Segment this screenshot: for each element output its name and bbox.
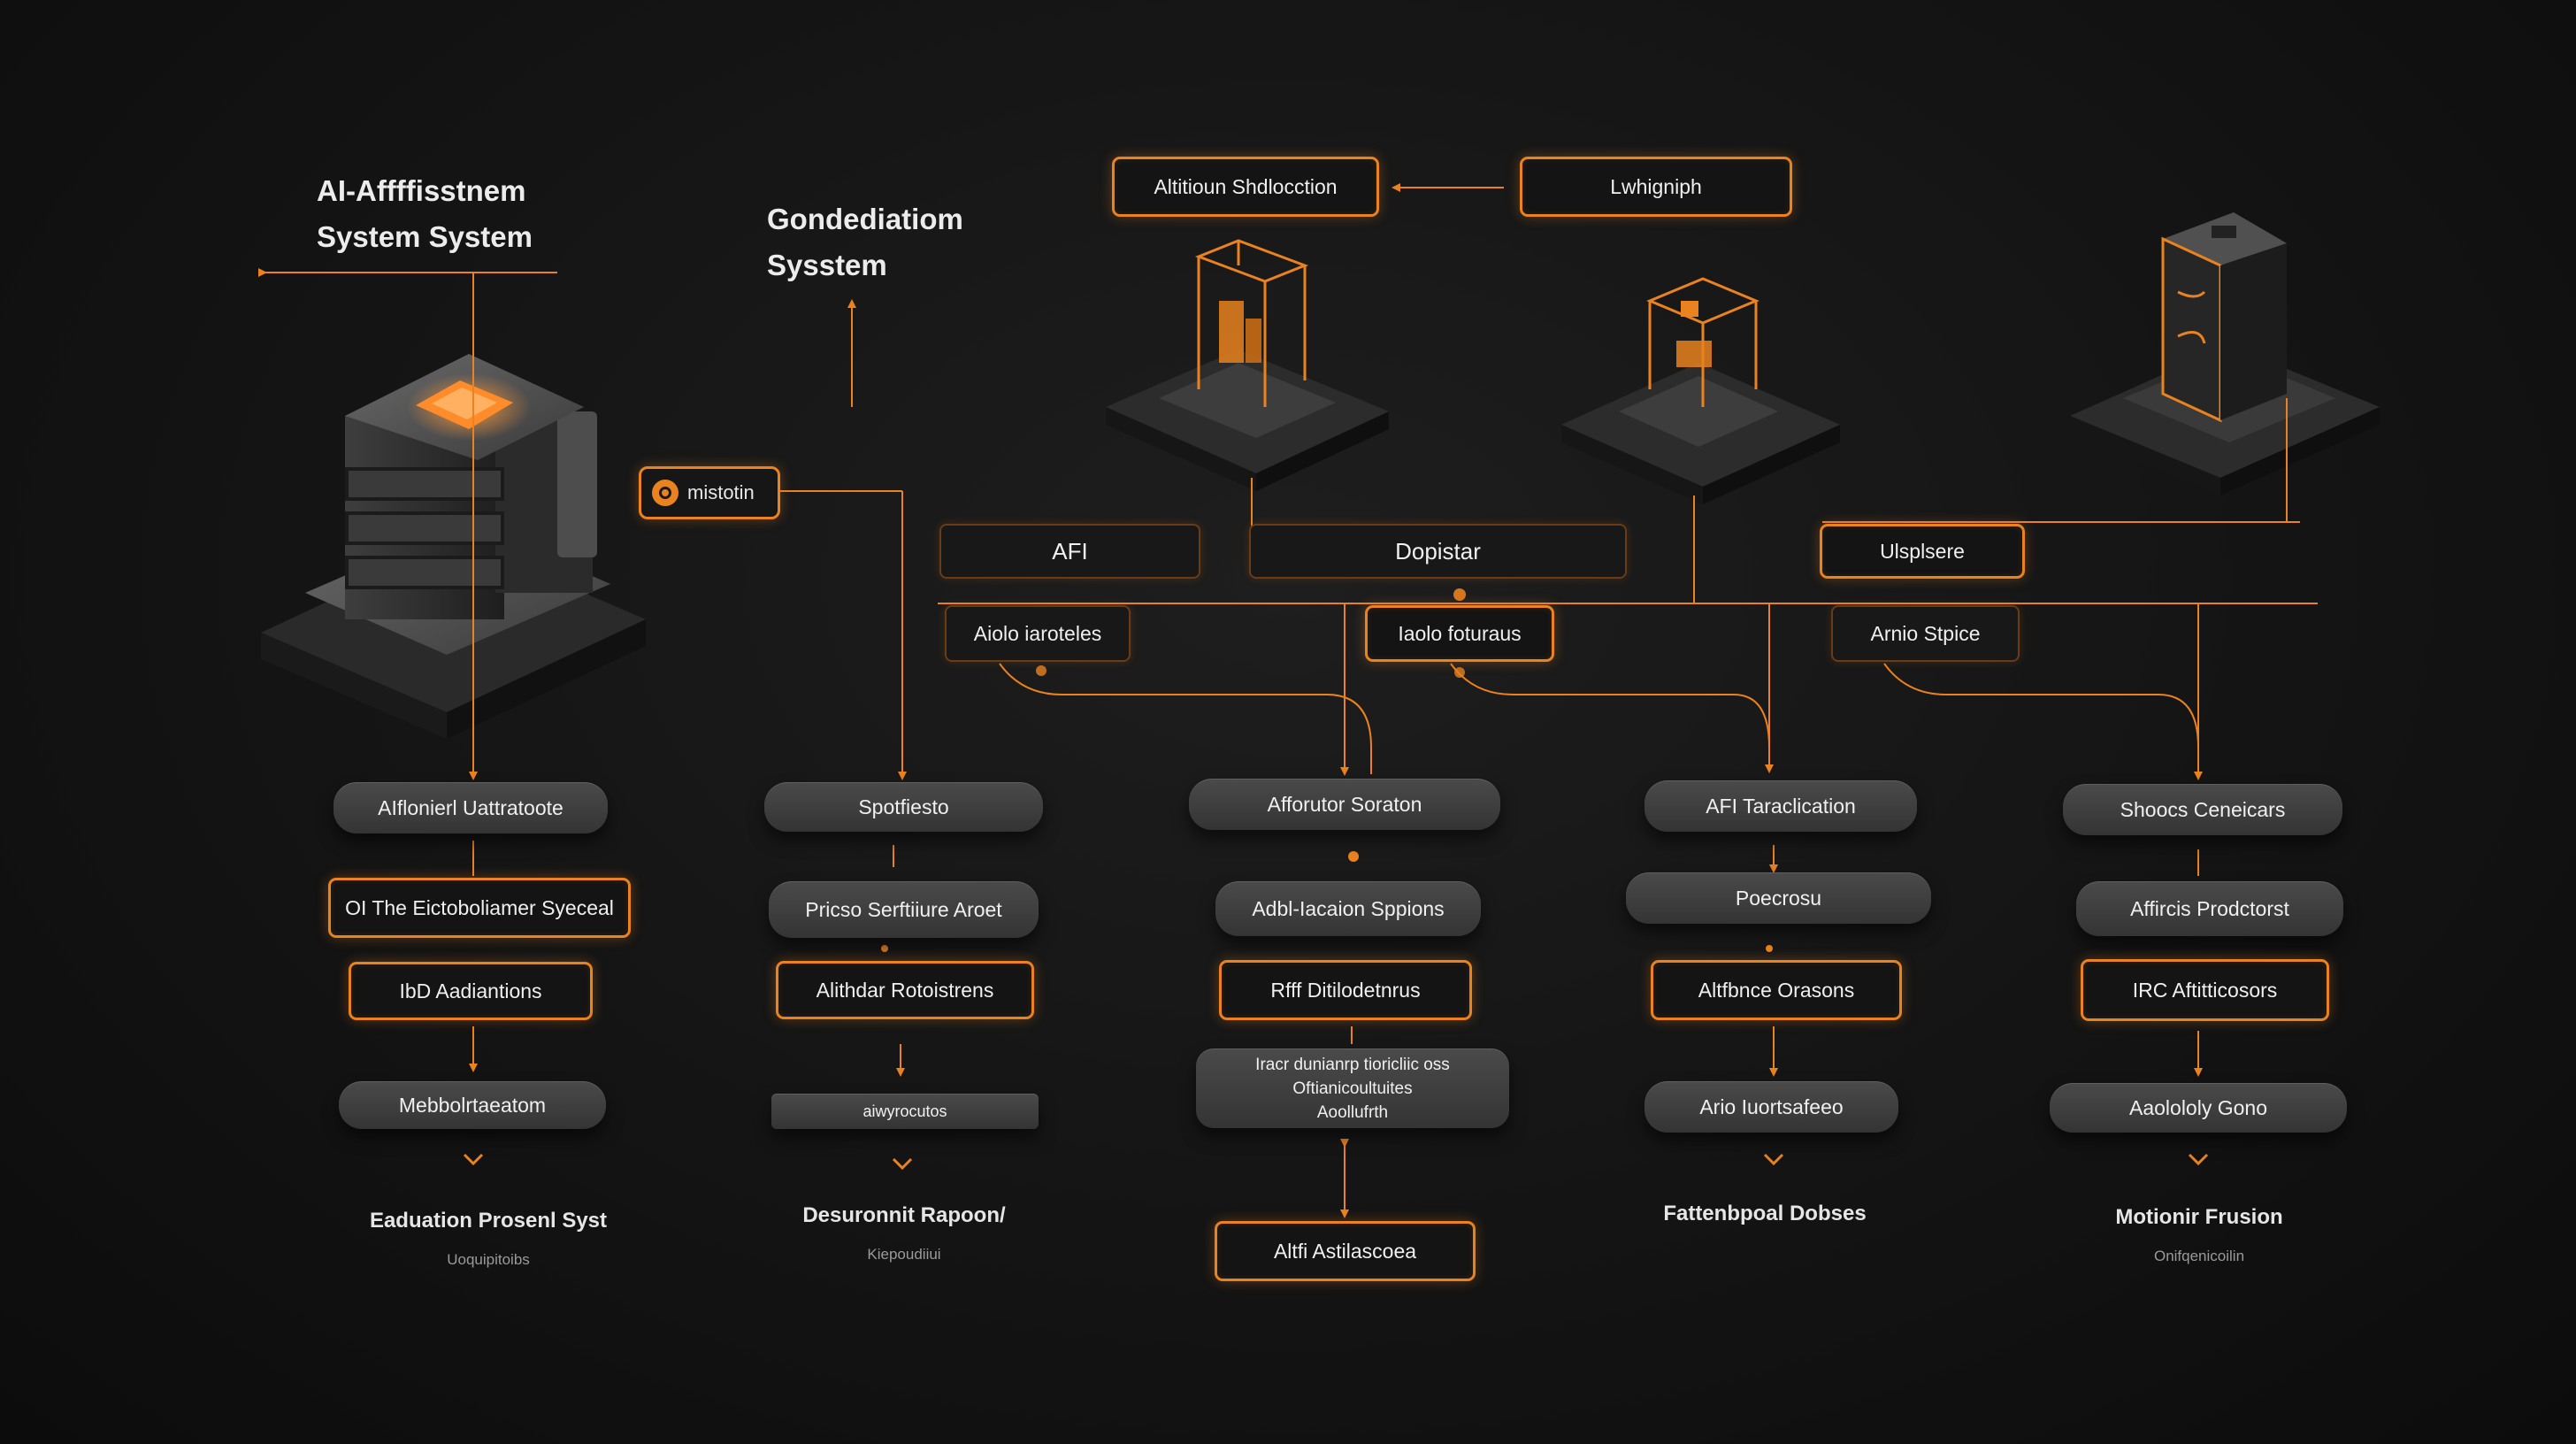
col4-node-3[interactable]: Altfbnce Orasons [1651, 960, 1902, 1020]
server-stack-icon [261, 354, 646, 739]
col5-node-2[interactable]: Affircis Prodctorst [2076, 881, 2343, 936]
title-line: Gondediatiom [767, 203, 963, 235]
col1-node-2[interactable]: OI The Eictoboliamer Syeceal [328, 878, 631, 938]
col3-node-3[interactable]: Rfff Ditilodetnrus [1219, 960, 1472, 1020]
mistotin-badge[interactable]: mistotin [639, 466, 780, 519]
bus-node-ulsplsere[interactable]: Ulsplsere [1820, 524, 2025, 579]
caption-title: Motionir Frusion [2115, 1205, 2283, 1229]
col4-node-2[interactable]: Poecrosu [1626, 872, 1931, 924]
bus-node-aiolo[interactable]: Aiolo iaroteles [945, 605, 1131, 662]
col1-caption: Eaduation Prosenl Syst Uoquipitoibs [311, 1209, 665, 1269]
col2-caption: Desuronnit Rapoon/ Kiepoudiiui [727, 1203, 1081, 1264]
col2-node-3[interactable]: Alithdar Rotoistrens [776, 961, 1034, 1019]
node-line: Aoollufrth [1316, 1102, 1389, 1122]
diagram-title-center: Gondediatiom Sysstem [767, 196, 963, 288]
col1-node-1[interactable]: AIflonierl Uattratoote [334, 782, 608, 833]
col5-caption: Motionir Frusion Onifqenicoilin [2022, 1205, 2376, 1265]
caption-sub: Kiepoudiiui [867, 1246, 941, 1263]
col2-node-1[interactable]: Spotfiesto [764, 782, 1043, 832]
col4-caption: Fattenbpoal Dobses [1588, 1202, 1942, 1226]
title-line: System System [317, 220, 533, 253]
col3-node-4[interactable]: Iracr dunianrp tioricliic oss Oftianicou… [1196, 1048, 1509, 1128]
bus-node-dopistar[interactable]: Dopistar [1249, 524, 1627, 579]
col5-node-3[interactable]: IRC Aftitticosors [2081, 959, 2329, 1021]
col5-node-1[interactable]: Shoocs Ceneicars [2063, 784, 2342, 835]
device-module-2-icon [1561, 277, 1840, 504]
gear-icon [652, 480, 678, 506]
caption-sub: Uoquipitoibs [447, 1251, 530, 1268]
col4-node-4[interactable]: Ario Iuortsafeeo [1644, 1081, 1898, 1133]
col1-node-4[interactable]: Mebbolrtaeatom [339, 1081, 606, 1129]
caption-title: Eaduation Prosenl Syst [369, 1209, 608, 1233]
bus-node-iaolo[interactable]: Iaolo foturaus [1365, 605, 1554, 662]
caption-title: Desuronnit Rapoon/ [802, 1203, 1006, 1227]
bus-node-arnio[interactable]: Arnio Stpice [1831, 605, 2020, 662]
col5-node-4[interactable]: Aaolololy Gono [2050, 1083, 2347, 1133]
col2-node-4[interactable]: aiwyrocutos [771, 1094, 1039, 1129]
diagram-title-left: AI-Affffisstnem System System [317, 168, 533, 260]
col3-node-2[interactable]: Adbl-Iacaion Sppions [1215, 881, 1481, 936]
top-box-abstract[interactable]: Altitioun Shdlocction [1112, 157, 1379, 217]
col3-node-1[interactable]: Afforutor Soraton [1189, 779, 1500, 830]
device-module-3-icon [2070, 212, 2380, 495]
caption-sub: Onifqenicoilin [2153, 1248, 2245, 1264]
col4-node-1[interactable]: AFI Taraclication [1644, 780, 1917, 832]
badge-label: mistotin [687, 481, 755, 503]
col2-node-2[interactable]: Pricso Serftiiure Aroet [769, 881, 1039, 938]
col1-node-3[interactable]: IbD Aadiantions [349, 962, 593, 1020]
title-line: AI-Affffisstnem [317, 174, 526, 207]
title-line: Sysstem [767, 249, 887, 281]
top-box-lwhigniph[interactable]: Lwhigniph [1520, 157, 1792, 217]
caption-title: Fattenbpoal Dobses [1663, 1202, 1867, 1225]
node-line: Iracr dunianrp tioricliic oss [1255, 1055, 1450, 1074]
col3-extra-node[interactable]: Altfi Astilascoea [1215, 1221, 1476, 1281]
bus-node-afi[interactable]: AFI [939, 524, 1200, 579]
node-line: Oftianicoultuites [1292, 1079, 1413, 1098]
device-module-1-icon [1106, 239, 1389, 491]
